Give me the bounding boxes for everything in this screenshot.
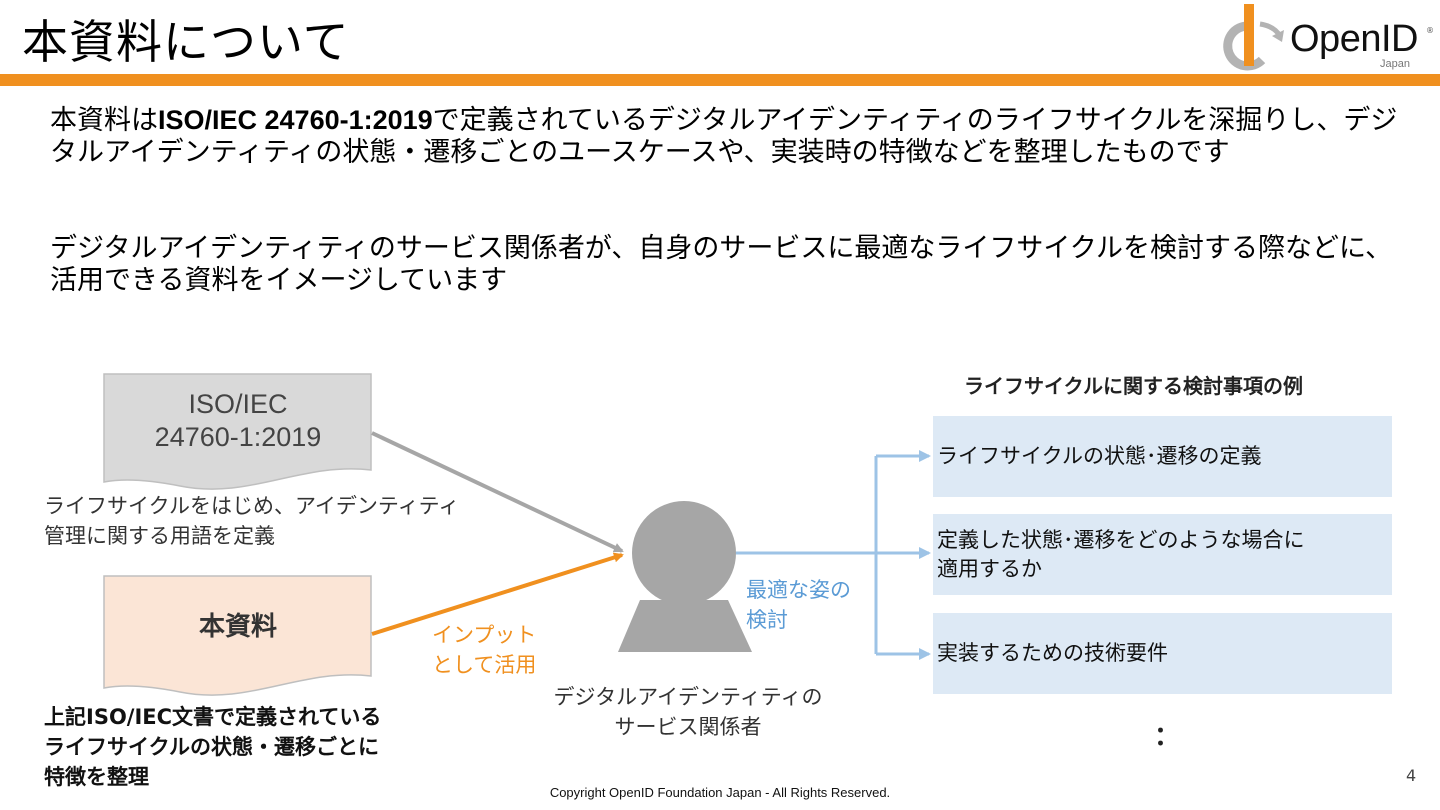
iso-document-shape (103, 373, 372, 490)
branch-arrows (736, 450, 931, 660)
doc-to-person-arrow (371, 552, 624, 636)
title-divider (0, 74, 1440, 86)
iso-document-caption: ライフサイクルをはじめ、アイデンティティ 管理に関する用語を定義 (44, 494, 460, 548)
example-box-3: 実装するための技術要件 (933, 613, 1392, 694)
iso-to-person-arrow (371, 431, 624, 553)
openid-logo: OpenID ® Japan (1210, 2, 1440, 72)
this-document-caption: 上記ISO/IEC文書で定義されている ライフサイクルの状態・遷移ごとに 特徴を… (44, 705, 382, 789)
intro-paragraph-2: デジタルアイデンティティのサービス関係者が、自身のサービスに最適なライフサイクル… (50, 233, 1393, 296)
openid-logo-icon (1223, 4, 1284, 71)
example-box-2: 定義した状態･遷移をどのような場合に 適用するか (933, 514, 1392, 595)
more-ellipsis: ： (1154, 722, 1181, 752)
iso-document-label: ISO/IEC 24760-1:2019 (154, 389, 322, 452)
person-icon (618, 501, 752, 652)
intro-paragraph-1: 本資料はISO/IEC 24760-1:2019で定義されているデジタルアイデン… (50, 105, 1398, 168)
this-document-shape (103, 575, 372, 696)
logo-registered-mark: ® (1426, 26, 1434, 35)
logo-wordmark: OpenID (1290, 18, 1418, 60)
logo-subtitle: Japan (1380, 58, 1410, 70)
slide-title: 本資料について (22, 15, 350, 69)
copyright-footer: Copyright OpenID Foundation Japan - All … (549, 785, 891, 800)
example-box-1: ライフサイクルの状態･遷移の定義 (933, 416, 1392, 497)
examples-title: ライフサイクルに関する検討事項の例 (964, 374, 1303, 398)
optimal-label: 最適な姿の 検討 (746, 578, 851, 632)
person-label: デジタルアイデンティティの サービス関係者 (553, 685, 823, 739)
this-document-label: 本資料 (198, 611, 277, 641)
input-label: インプット として活用 (432, 623, 537, 677)
page-number: 4 (1406, 766, 1417, 785)
